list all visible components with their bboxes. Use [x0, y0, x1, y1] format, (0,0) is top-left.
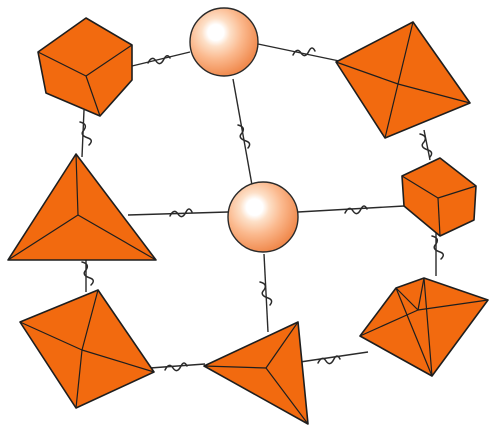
cube-mid-right	[401, 157, 477, 237]
link-tetrahedron-mid-left-to-octahedron-bottom-left	[81, 258, 94, 292]
tetrahedron-bottom-center	[203, 321, 309, 425]
sphere-center	[227, 181, 299, 253]
link-octahedron-top-right-to-cube-mid-right	[419, 129, 433, 161]
cube-top-left	[37, 17, 133, 117]
link-sphere-top-to-octahedron-top-right	[257, 43, 345, 63]
octahedron-bottom-left	[19, 289, 155, 409]
link-sphere-top-to-sphere-center	[232, 78, 253, 186]
sphere-top	[189, 7, 259, 77]
link-sphere-center-to-cube-mid-right	[297, 205, 405, 215]
bipyramid-bottom-right	[359, 277, 489, 377]
link-octahedron-bottom-left-to-tetrahedron-bottom-center	[149, 362, 206, 372]
tetrahedron-mid-left	[7, 153, 157, 261]
links-layer	[79, 43, 444, 372]
link-tetrahedron-mid-left-to-sphere-center	[127, 208, 229, 218]
link-cube-top-left-to-tetrahedron-mid-left	[79, 109, 92, 158]
link-cube-mid-right-to-bipyramid-bottom-right	[431, 232, 444, 276]
octahedron-top-right	[335, 21, 471, 139]
link-cube-top-left-to-sphere-top	[131, 51, 191, 67]
link-tetrahedron-bottom-center-to-bipyramid-bottom-right	[299, 351, 369, 365]
link-sphere-center-to-tetrahedron-bottom-center	[259, 253, 273, 333]
